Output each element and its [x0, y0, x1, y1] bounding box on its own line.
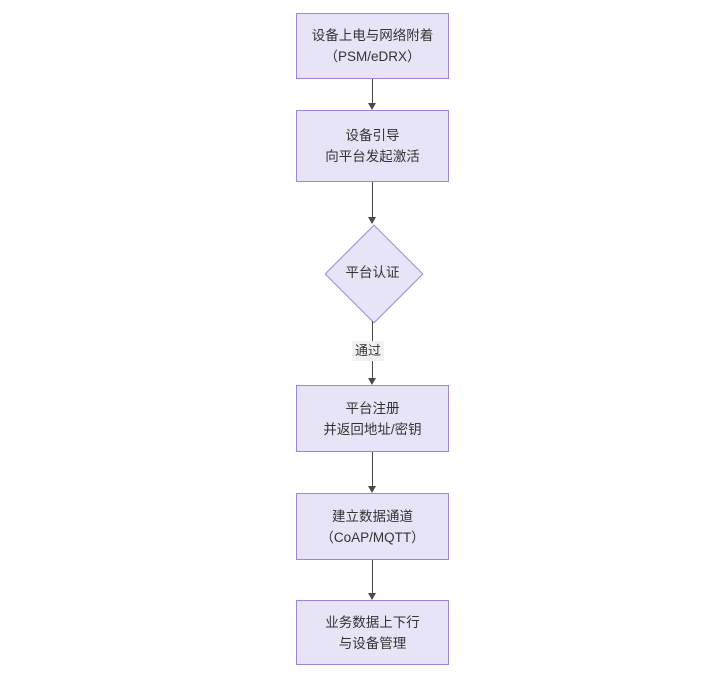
arrowhead-down-icon [368, 593, 376, 600]
edge-power-on-to-bootstrap [372, 79, 373, 103]
node-data-channel-line1: 建立数据通道 [332, 508, 413, 524]
edge-label-pass: 通过 [352, 341, 385, 361]
node-business-line1: 业务数据上下行 [325, 614, 420, 630]
node-auth-label: 平台认证 [345, 265, 400, 280]
node-auth-decision[interactable]: 平台认证 [324, 224, 423, 323]
node-register-line2: 并返回地址/密钥 [323, 421, 422, 437]
node-power-on-line1: 设备上电与网络附着 [311, 28, 434, 43]
node-bootstrap-line1: 设备引导 [345, 128, 400, 143]
arrowhead-down-icon [368, 378, 376, 385]
node-power-on[interactable]: 设备上电与网络附着 （PSM/eDRX） [296, 13, 449, 79]
node-register[interactable]: 平台注册 并返回地址/密钥 [296, 385, 449, 452]
node-bootstrap-line2: 向平台发起激活 [325, 149, 420, 164]
edge-register-to-data-channel [372, 452, 373, 486]
edge-bootstrap-to-auth [372, 182, 373, 217]
node-bootstrap[interactable]: 设备引导 向平台发起激活 [296, 110, 449, 182]
node-data-channel[interactable]: 建立数据通道 （CoAP/MQTT） [296, 493, 449, 560]
arrowhead-down-icon [368, 103, 376, 110]
node-data-channel-line2: （CoAP/MQTT） [320, 529, 425, 545]
edge-data-channel-to-business [372, 560, 373, 593]
node-business[interactable]: 业务数据上下行 与设备管理 [296, 600, 449, 665]
node-power-on-line2: （PSM/eDRX） [324, 49, 421, 64]
node-business-line2: 与设备管理 [338, 635, 407, 651]
arrowhead-down-icon [368, 217, 376, 224]
node-register-line1: 平台注册 [345, 400, 400, 416]
arrowhead-down-icon [368, 486, 376, 493]
